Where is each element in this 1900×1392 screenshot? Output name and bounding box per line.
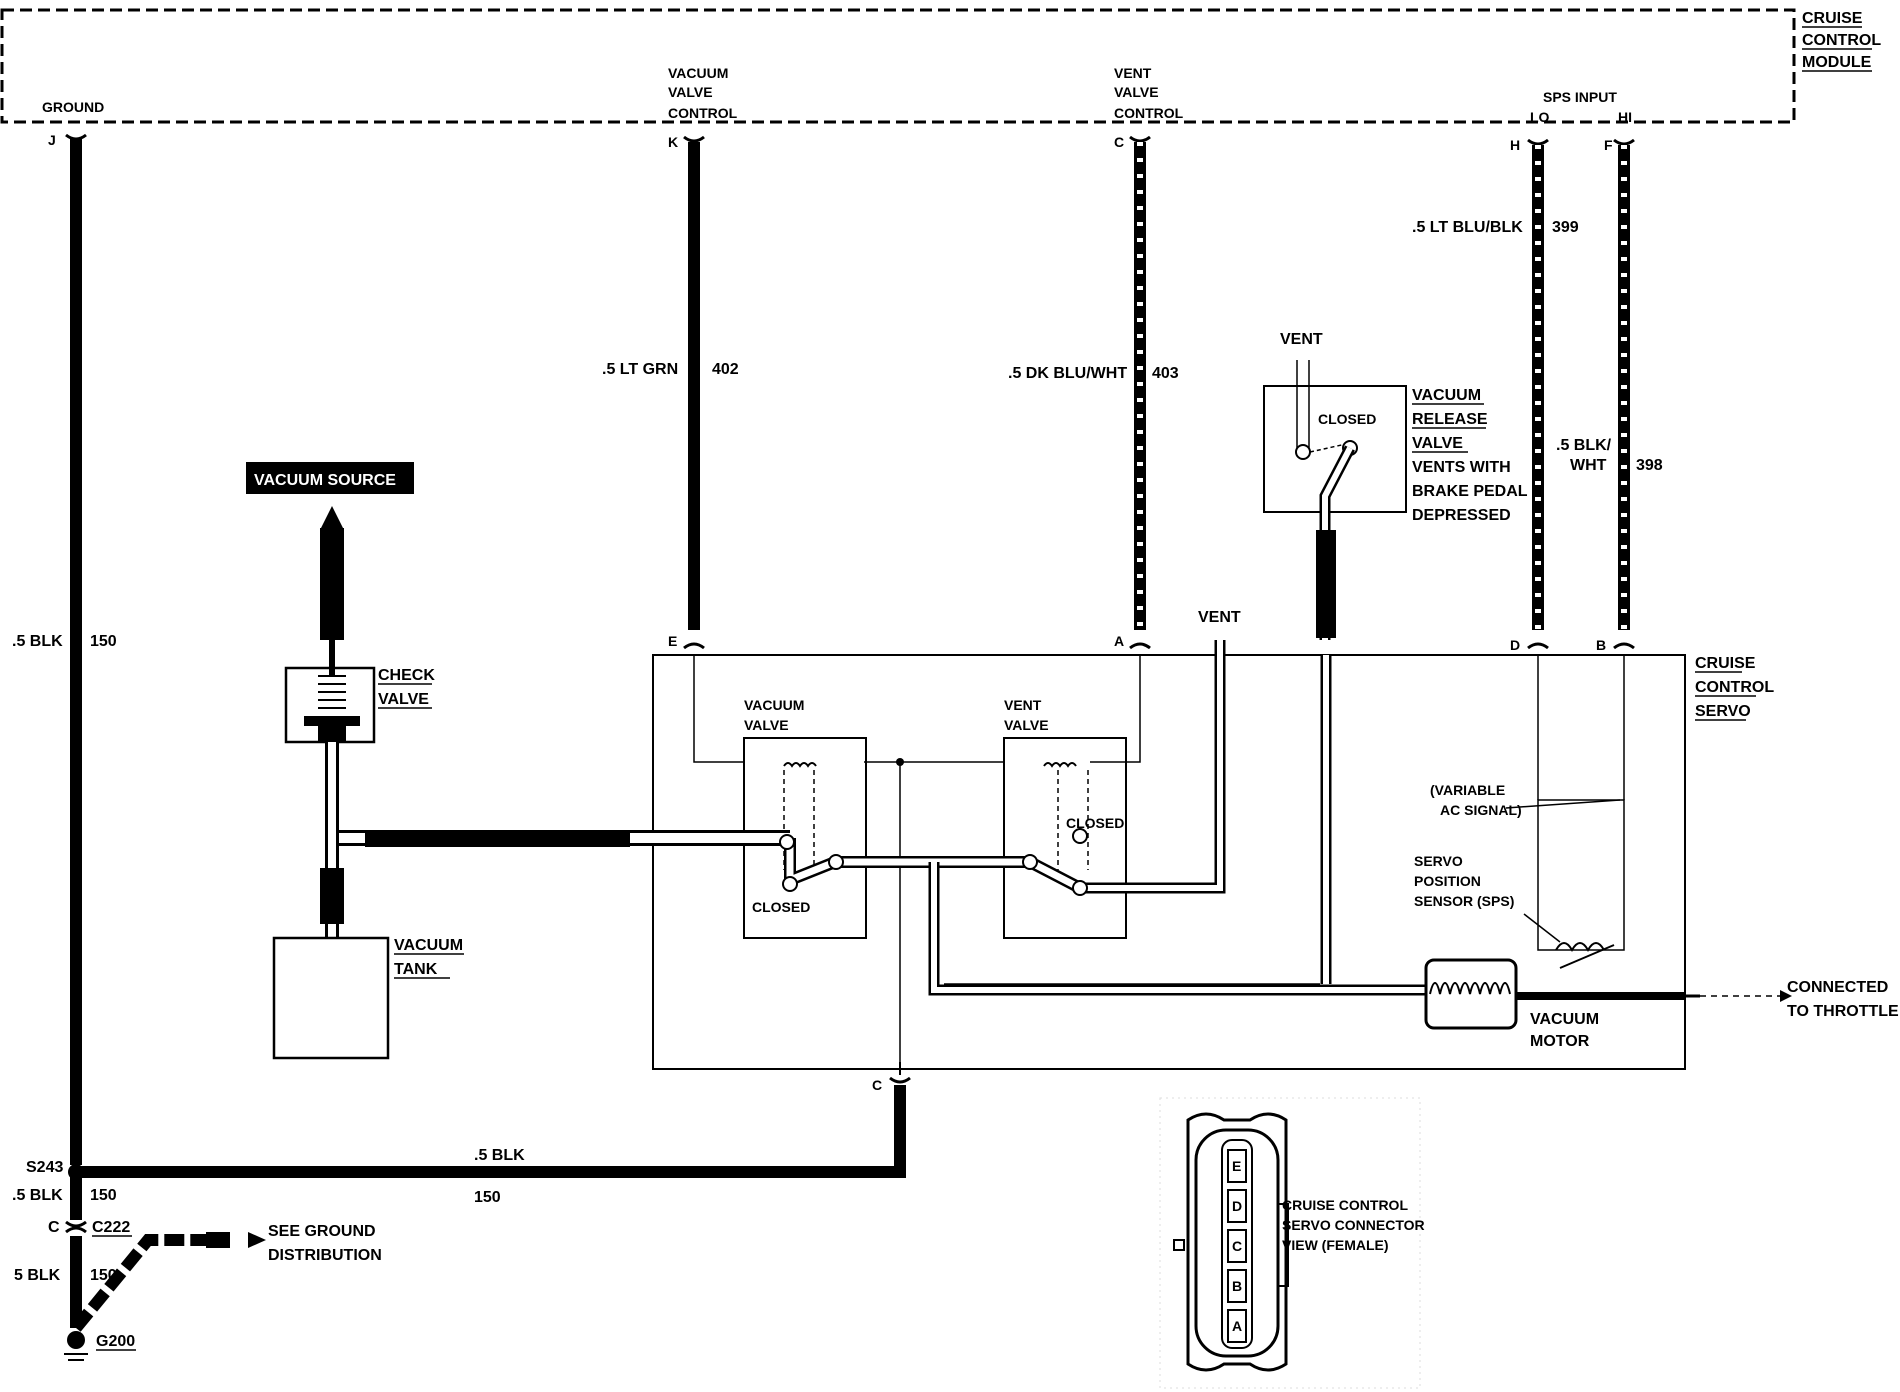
vacuum-motor-label-1: VACUUM: [1530, 1011, 1599, 1028]
ground-lower-circuit: 150: [90, 1267, 117, 1284]
sps-hi-color-2: WHT: [1570, 457, 1607, 474]
module-box: [0, 8, 1796, 124]
pin-vent-label-2: VALVE: [1114, 84, 1159, 100]
closed-label-1: CLOSED: [752, 899, 810, 915]
sps-hi-color-1: .5 BLK/: [1556, 437, 1612, 454]
sps-label-2: POSITION: [1414, 873, 1481, 889]
servo-pin-c: C: [872, 1077, 882, 1093]
pin-c-top: C: [1114, 134, 1124, 150]
pin-f: F: [1604, 137, 1613, 153]
release-label-5: BRAKE PEDAL: [1412, 483, 1528, 500]
pin-k: K: [668, 134, 678, 150]
vacuum-source-box: [246, 462, 414, 494]
servo-title-2: CONTROL: [1695, 679, 1774, 696]
sps-label-3: SENSOR (SPS): [1414, 893, 1514, 909]
sps-input-label: SPS INPUT: [1543, 89, 1617, 105]
sps-box: [1537, 799, 1625, 951]
vacuum-tank: [272, 936, 390, 1060]
vent-wire-color: .5 DK BLU/WHT: [1008, 365, 1127, 382]
servo-pin-d: D: [1510, 637, 1520, 653]
release-label-2: RELEASE: [1412, 411, 1488, 428]
throttle-label-1: CONNECTED: [1787, 979, 1888, 996]
splice-lower-color: .5 BLK: [12, 1187, 63, 1204]
vacuum-release-valve-box: [1263, 385, 1407, 513]
vent-valve-box: [1003, 737, 1127, 939]
pin-h: H: [1510, 137, 1520, 153]
check-valve-label-1: CHECK: [378, 667, 435, 684]
connector-caption-3: VIEW (FEMALE): [1282, 1237, 1389, 1253]
module-title-3: MODULE: [1802, 54, 1872, 71]
servo-pin-e: E: [668, 633, 677, 649]
splice-lower-circuit: 150: [90, 1187, 117, 1204]
cavity-c: C: [1232, 1238, 1242, 1254]
vacuum-wire-circuit: 402: [712, 361, 739, 378]
servo-ground-color: .5 BLK: [474, 1147, 525, 1164]
servo-pin-a: A: [1114, 633, 1124, 649]
sps-lo-color: .5 LT BLU/BLK: [1412, 219, 1523, 236]
variable-ac-1: (VARIABLE: [1430, 782, 1505, 798]
sps-lo-circuit: 399: [1552, 219, 1579, 236]
vent-valve-label-1: VENT: [1004, 697, 1042, 713]
hi-label: HI: [1618, 109, 1632, 125]
module-title-2: CONTROL: [1802, 32, 1881, 49]
sps-hi-circuit: 398: [1636, 457, 1663, 474]
servo-box: [652, 654, 1686, 1070]
servo-vent-label: VENT: [1198, 609, 1241, 626]
c222-label: C222: [92, 1219, 130, 1236]
lo-label: LO: [1530, 109, 1550, 125]
ground-g200: [67, 1331, 85, 1349]
vacuum-tank-label-2: TANK: [394, 961, 438, 978]
cavity-d: D: [1232, 1198, 1242, 1214]
vent-wire-circuit: 403: [1152, 365, 1179, 382]
vent-valve-label-2: VALVE: [1004, 717, 1049, 733]
ground-lower-color: 5 BLK: [14, 1267, 61, 1284]
pin-vac-label-1: VACUUM: [668, 65, 728, 81]
release-label-1: VACUUM: [1412, 387, 1481, 404]
vacuum-motor-label-2: MOTOR: [1530, 1033, 1590, 1050]
cavity-e: E: [1232, 1158, 1241, 1174]
vacuum-valve-label-1: VACUUM: [744, 697, 804, 713]
release-vent-label: VENT: [1280, 331, 1323, 348]
connector-caption-2: SERVO CONNECTOR: [1282, 1217, 1425, 1233]
vacuum-source-label: VACUUM SOURCE: [254, 472, 396, 489]
cavity-a: A: [1232, 1318, 1242, 1334]
pin-vent-label-1: VENT: [1114, 65, 1152, 81]
vacuum-valve-label-2: VALVE: [744, 717, 789, 733]
release-label-6: DEPRESSED: [1412, 507, 1511, 524]
module-title-1: CRUISE: [1802, 10, 1863, 27]
variable-ac-2: AC SIGNAL): [1440, 802, 1522, 818]
release-label-3: VALVE: [1412, 435, 1463, 452]
splice-label: S243: [26, 1159, 63, 1176]
connector-caption-1: CRUISE CONTROL: [1282, 1197, 1408, 1213]
see-ground-2: DISTRIBUTION: [268, 1247, 382, 1264]
cavity-b: B: [1232, 1278, 1242, 1294]
servo-title-1: CRUISE: [1695, 655, 1756, 672]
closed-label-2: CLOSED: [1066, 815, 1124, 831]
see-ground-1: SEE GROUND: [268, 1223, 376, 1240]
servo-pin-b: B: [1596, 637, 1606, 653]
pin-ground-label: GROUND: [42, 99, 104, 115]
release-closed-label: CLOSED: [1318, 411, 1376, 427]
check-valve-label-2: VALVE: [378, 691, 429, 708]
throttle-label-2: TO THROTTLE: [1787, 1003, 1899, 1020]
servo-ground-circuit: 150: [474, 1189, 501, 1206]
release-label-4: VENTS WITH: [1412, 459, 1511, 476]
pin-j: J: [48, 132, 56, 148]
servo-connector-view: E D C B A CRUISE CONTROL SERVO CONNECTOR…: [1159, 1097, 1425, 1389]
servo-title-3: SERVO: [1695, 703, 1751, 720]
vacuum-source-arrow: [320, 506, 344, 530]
ground-wire-circuit: 150: [90, 633, 117, 650]
ground-wire-color: .5 BLK: [12, 633, 63, 650]
vacuum-tank-label-1: VACUUM: [394, 937, 463, 954]
c222-pin: C: [48, 1219, 60, 1236]
pin-vent-label-3: CONTROL: [1114, 105, 1184, 121]
sps-label-1: SERVO: [1414, 853, 1463, 869]
g200-label: G200: [96, 1333, 135, 1350]
pin-vac-label-3: CONTROL: [668, 105, 738, 121]
vacuum-wire-color: .5 LT GRN: [602, 361, 678, 378]
pin-vac-label-2: VALVE: [668, 84, 713, 100]
